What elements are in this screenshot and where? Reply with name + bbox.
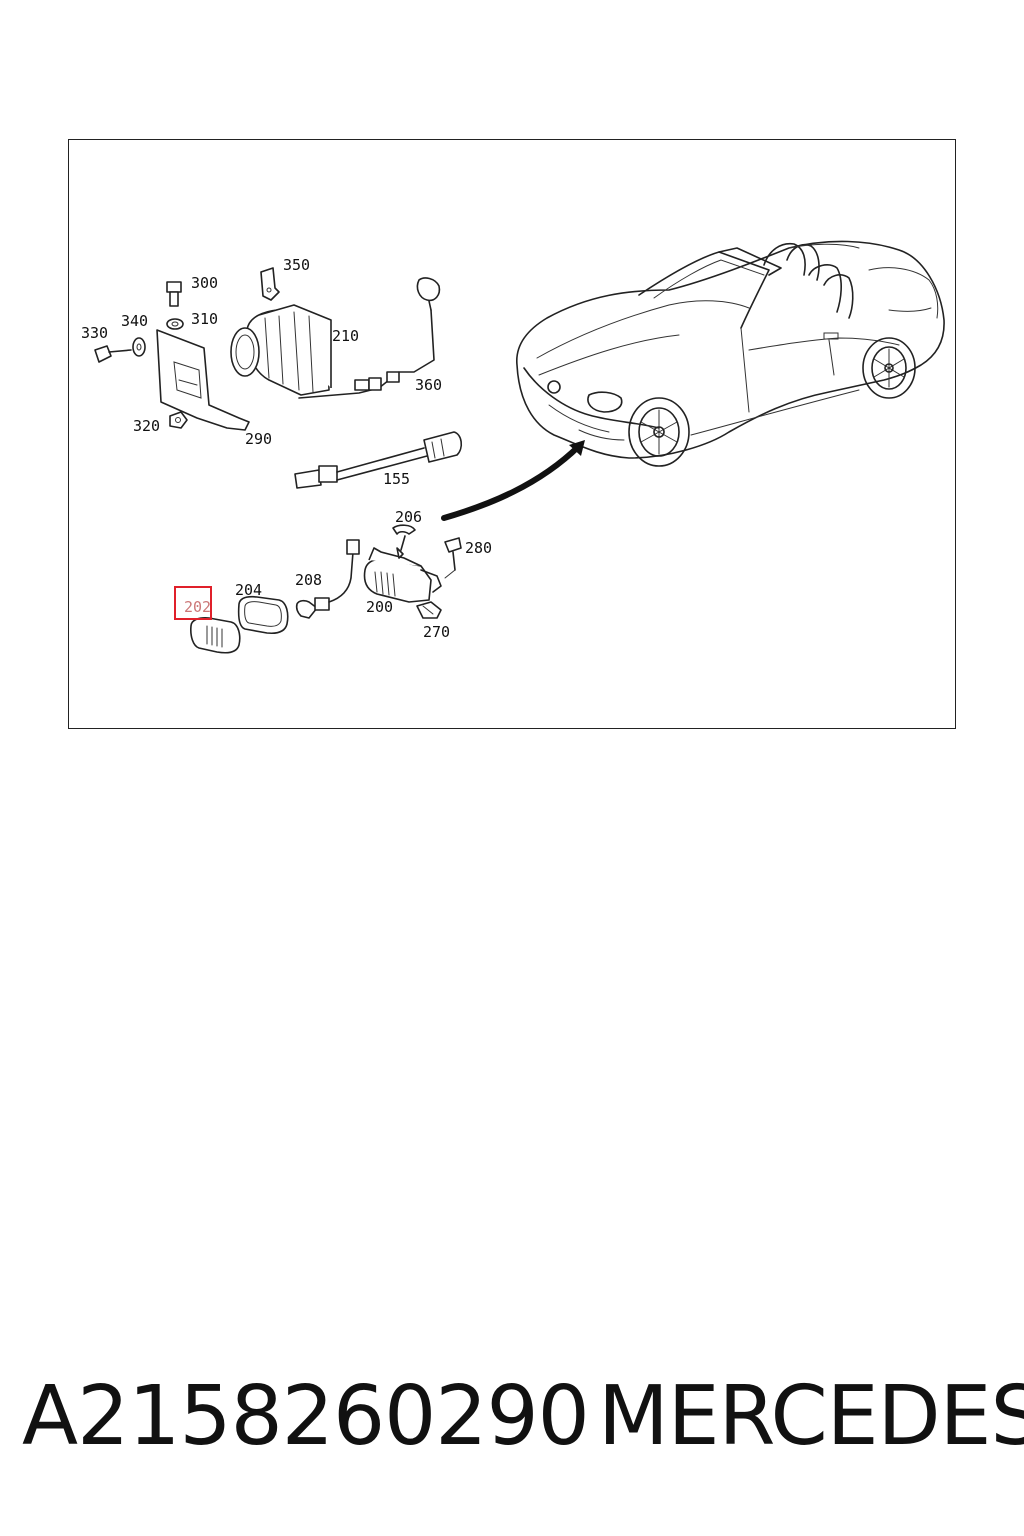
parts-diagram: 155 200 202 204 206 208 210 270 280 290 … <box>81 240 945 654</box>
callout-270: 270 <box>423 623 450 641</box>
callout-320: 320 <box>133 417 160 435</box>
callout-206: 206 <box>395 508 422 526</box>
part-200-fog-lamp <box>363 547 442 603</box>
callout-202: 202 <box>184 598 211 616</box>
part-270-nut-clip <box>416 601 442 619</box>
callout-200: 200 <box>366 598 393 616</box>
part-290-bracket <box>156 329 250 431</box>
location-arrow-head <box>569 440 585 456</box>
callout-310: 310 <box>191 310 218 328</box>
parts-diagram-frame: 155 200 202 204 206 208 210 270 280 290 … <box>68 139 956 729</box>
part-155-cable <box>294 431 463 489</box>
part-360-wiring <box>298 277 441 399</box>
callout-290: 290 <box>245 430 272 448</box>
callout-204: 204 <box>235 581 262 599</box>
callout-360: 360 <box>415 376 442 394</box>
part-280-screw <box>444 537 462 579</box>
part-number-caption: A2158260290 <box>22 1369 590 1464</box>
callout-300: 300 <box>191 274 218 292</box>
part-310-washer <box>166 318 184 330</box>
part-204-gasket <box>237 595 289 635</box>
callout-280: 280 <box>465 539 492 557</box>
callout-labels: 155 200 202 204 206 208 210 270 280 290 … <box>81 256 492 641</box>
callout-340: 340 <box>121 312 148 330</box>
part-350-clip <box>260 267 280 301</box>
brand-caption: MERCEDES <box>598 1369 1024 1464</box>
callout-330: 330 <box>81 324 108 342</box>
part-210-fog-lamp-housing <box>230 304 332 396</box>
callout-210: 210 <box>332 327 359 345</box>
part-340-washer <box>132 337 146 357</box>
callout-208: 208 <box>295 571 322 589</box>
callout-350: 350 <box>283 256 310 274</box>
part-330-screw <box>94 345 132 363</box>
part-320-nut <box>169 411 188 429</box>
callout-155: 155 <box>383 470 410 488</box>
part-202-lens-cover <box>190 617 241 654</box>
part-206-clip <box>392 524 416 559</box>
part-300-bolt <box>166 281 182 307</box>
location-arrow <box>441 443 582 521</box>
highlight-box-202 <box>174 586 212 620</box>
part-208-bulb <box>295 539 360 619</box>
car-illustration <box>516 240 945 467</box>
